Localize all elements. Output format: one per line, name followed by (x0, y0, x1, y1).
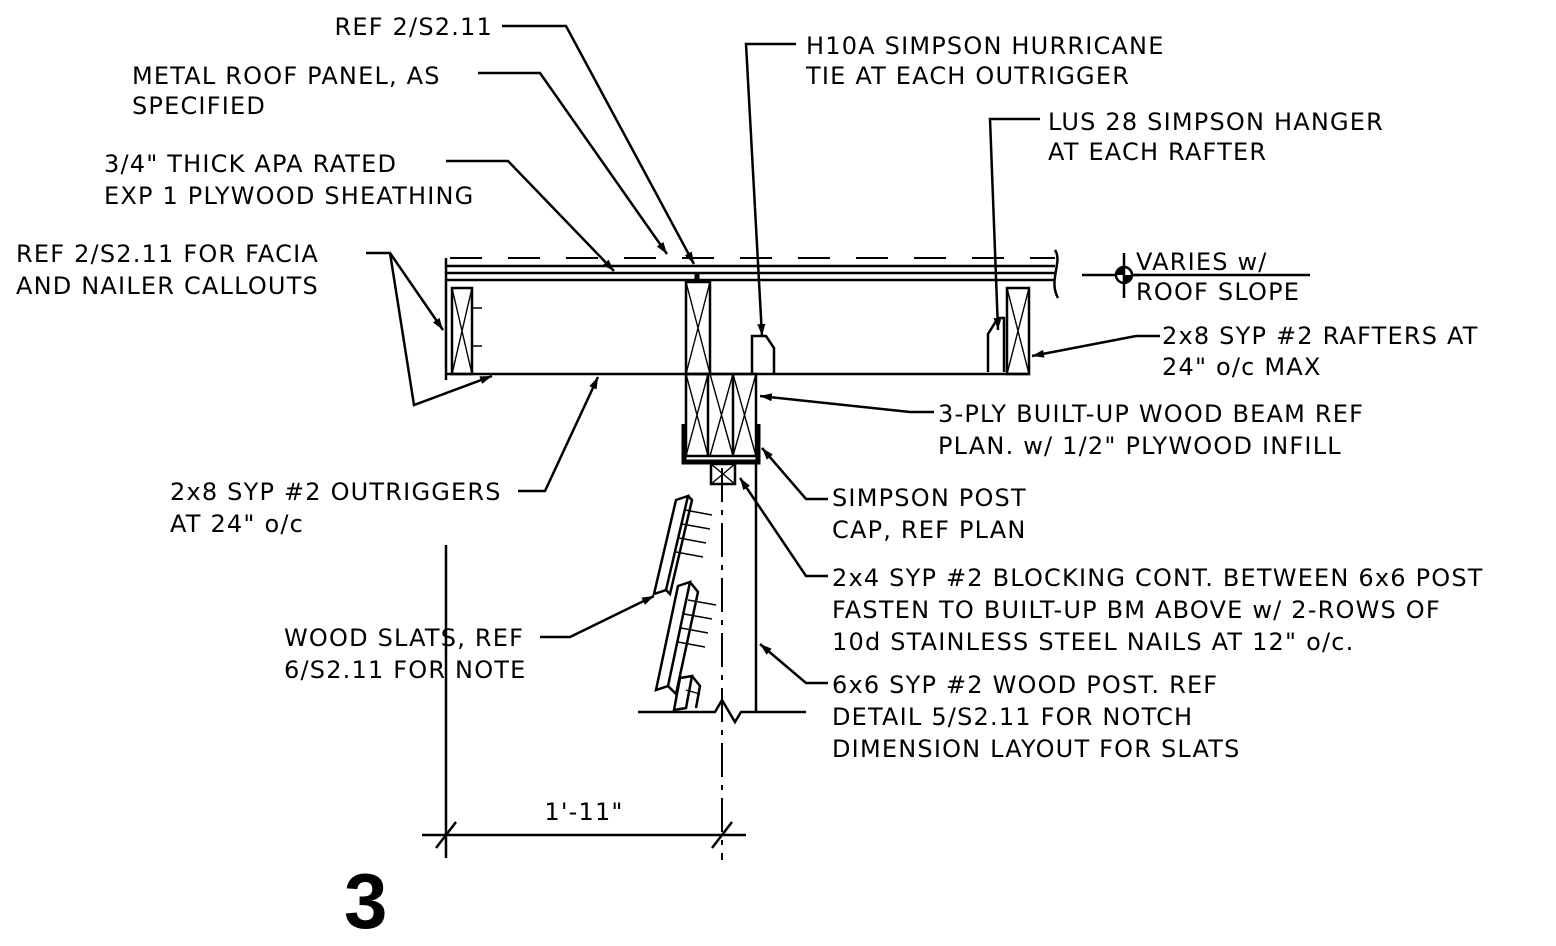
roof-assembly (444, 249, 1060, 380)
callout-outriggers-line1: 2x8 SYP #2 OUTRIGGERS (170, 478, 502, 506)
callout-beam-line2: PLAN. w/ 1/2" PLYWOOD INFILL (938, 432, 1342, 460)
built-up-beam (684, 372, 758, 458)
slope-note-line1: VARIES w/ (1136, 248, 1268, 276)
callout-post-line1: 6x6 SYP #2 WOOD POST. REF (832, 671, 1218, 699)
leader-facia-2 (388, 252, 493, 407)
dimension (422, 545, 746, 858)
leader-facia-1 (366, 251, 445, 331)
callout-blocking-line1: 2x4 SYP #2 BLOCKING CONT. BETWEEN 6x6 PO… (832, 564, 1484, 592)
callout-facia-line1: REF 2/S2.11 FOR FACIA (16, 240, 319, 268)
leader-ref-top (502, 24, 696, 265)
blocking-over-beam (684, 272, 712, 376)
leader-post-cap (761, 447, 828, 501)
dimension-label: 1'-11" (544, 798, 623, 826)
h10a-hurricane-tie (750, 334, 776, 374)
post-break-line (638, 697, 806, 725)
callout-hanger-line1: LUS 28 SIMPSON HANGER (1048, 108, 1384, 136)
callout-slats-line2: 6/S2.11 FOR NOTE (284, 656, 527, 684)
slat (672, 674, 694, 712)
lus28-hanger (986, 316, 1006, 372)
leaders (366, 24, 1160, 685)
rafter-end (986, 286, 1031, 376)
callout-plywood-line1: 3/4" THICK APA RATED (104, 150, 397, 178)
callout-post-line2: DETAIL 5/S2.11 FOR NOTCH (832, 703, 1193, 731)
leader-blocking (738, 477, 828, 578)
callout-rafters-line2: 24" o/c MAX (1162, 353, 1322, 381)
callout-post-cap-line2: CAP, REF PLAN (832, 516, 1027, 544)
callout-post-cap-line1: SIMPSON POST (832, 484, 1027, 512)
callout-metal-roof-line2: SPECIFIED (132, 92, 266, 120)
leader-beam (759, 393, 934, 414)
leader-rafters (1031, 334, 1160, 358)
break-line (1053, 249, 1060, 299)
leader-slats (540, 594, 655, 639)
leader-outriggers (518, 376, 600, 493)
callout-blocking-line2: FASTEN TO BUILT-UP BM ABOVE w/ 2-ROWS OF (832, 596, 1441, 624)
wood-slats (652, 494, 717, 712)
callout-hanger-line2: AT EACH RAFTER (1048, 138, 1267, 166)
nailer-block (450, 286, 474, 376)
callout-texts: REF 2/S2.11 METAL ROOF PANEL, AS SPECIFI… (16, 13, 1484, 945)
leader-plywood (446, 159, 615, 272)
callout-facia-line2: AND NAILER CALLOUTS (16, 272, 319, 300)
callout-hurricane-tie-line2: TIE AT EACH OUTRIGGER (805, 62, 1130, 90)
callout-plywood-line2: EXP 1 PLYWOOD SHEATHING (104, 182, 474, 210)
leader-hanger (988, 117, 1040, 331)
callout-outriggers-line2: AT 24" o/c (170, 510, 304, 538)
leader-metal-roof (478, 71, 669, 255)
leader-hurricane-tie (744, 42, 796, 337)
slat (654, 580, 692, 692)
slope-symbol (1082, 253, 1310, 298)
callout-slats-line1: WOOD SLATS, REF (284, 624, 524, 652)
callout-metal-roof-line1: METAL ROOF PANEL, AS (132, 62, 441, 90)
detail-number: 3 (344, 857, 387, 945)
simpson-post-cap (681, 424, 761, 465)
callout-rafters-line1: 2x8 SYP #2 RAFTERS AT (1162, 322, 1479, 350)
leader-post (759, 643, 828, 685)
callout-post-line3: DIMENSION LAYOUT FOR SLATS (832, 735, 1241, 763)
fascia-nailer (450, 286, 482, 376)
slat (652, 494, 690, 596)
callout-beam-line1: 3-PLY BUILT-UP WOOD BEAM REF (938, 400, 1364, 428)
slope-note-line2: ROOF SLOPE (1136, 278, 1300, 306)
callout-blocking-line3: 10d STAINLESS STEEL NAILS AT 12" o/c. (832, 628, 1354, 656)
callout-ref-top: REF 2/S2.11 (334, 13, 493, 41)
dimension-ticks (435, 821, 733, 849)
callout-hurricane-tie-line1: H10A SIMPSON HURRICANE (806, 32, 1165, 60)
